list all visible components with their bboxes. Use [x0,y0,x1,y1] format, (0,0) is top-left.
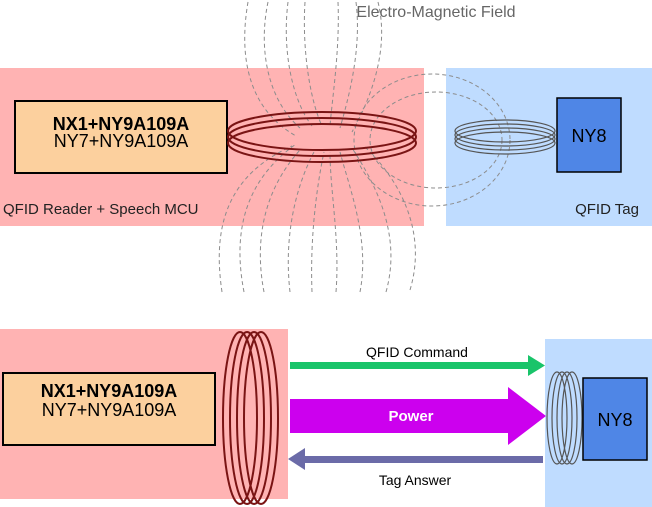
command-label: QFID Command [366,344,468,360]
tag-chip-bottom-label: NY8 [597,410,632,430]
reader-label: QFID Reader + Speech MCU [3,201,199,218]
answer-arrow [288,448,543,470]
tag-chip-top-label: NY8 [571,126,606,146]
reader-coil-bottom [222,331,279,505]
tag-label: QFID Tag [575,201,639,218]
tag-coil-top [454,119,556,155]
reader-chip-bottom [2,372,216,446]
tag-chip-bottom [582,377,648,461]
answer-label: Tag Answer [379,472,452,488]
reader-chip-top-line2: NY7+NY9A109A [54,131,189,151]
field-label: Electro-Magnetic Field [356,4,515,21]
power-label: Power [388,408,433,425]
reader-chip-bottom-line2: NY7+NY9A109A [42,400,177,420]
field-lines [218,1,511,293]
command-arrow [290,355,545,376]
reader-coil-top [227,111,417,163]
tag-coil-bottom [546,371,583,465]
reader-chip-top-line1: NX1+NY9A109A [53,114,190,134]
power-arrow [290,387,546,445]
tag-chip-top [556,97,622,173]
reader-chip-top [14,100,228,174]
reader-chip-bottom-line1: NX1+NY9A109A [41,381,178,401]
